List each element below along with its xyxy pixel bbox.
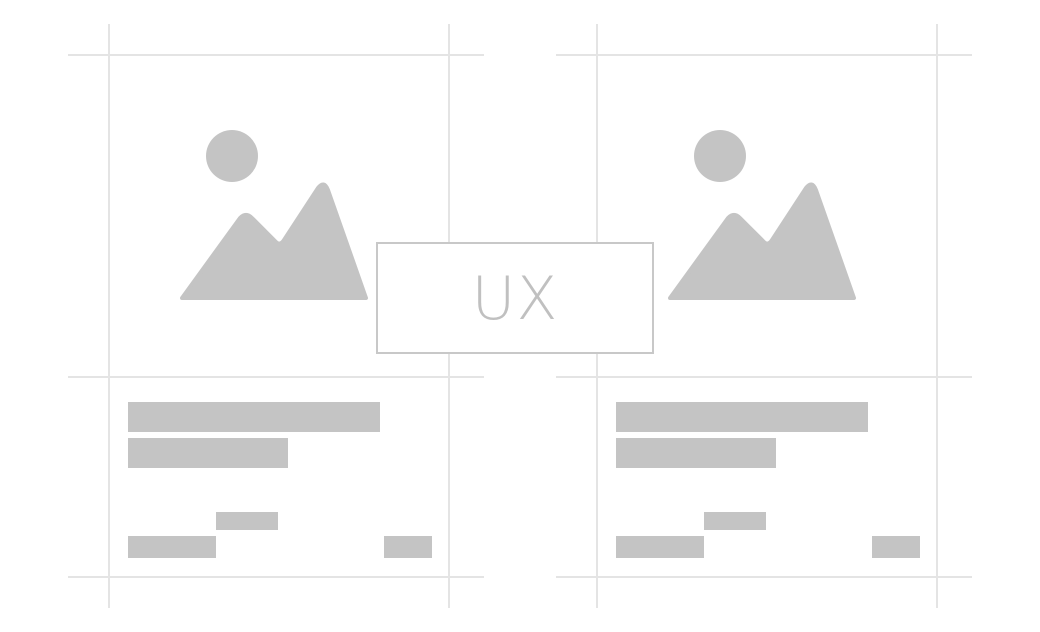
title-placeholder-line-2	[128, 438, 288, 468]
title-placeholder-line-2	[616, 438, 776, 468]
card-right	[556, 24, 972, 608]
title-placeholder-line-1	[128, 402, 380, 432]
footer-right-placeholder	[872, 536, 920, 558]
footer-right-placeholder	[384, 536, 432, 558]
ux-label: UX	[471, 264, 559, 334]
guide-line-top	[556, 54, 972, 56]
guide-line-top	[68, 54, 484, 56]
guide-line-middle	[68, 376, 484, 378]
meta-placeholder	[704, 512, 766, 530]
guide-line-bottom	[556, 576, 972, 578]
footer-left-placeholder	[128, 536, 216, 558]
footer-left-placeholder	[616, 536, 704, 558]
image-placeholder-icon	[180, 128, 370, 302]
guide-line-bottom	[68, 576, 484, 578]
guide-line-middle	[556, 376, 972, 378]
guide-line-right	[936, 24, 938, 608]
title-placeholder-line-1	[616, 402, 868, 432]
meta-placeholder	[216, 512, 278, 530]
image-placeholder-icon	[668, 128, 858, 302]
card-left	[68, 24, 484, 608]
guide-line-left	[108, 24, 110, 608]
ux-label-box: UX	[376, 242, 654, 354]
